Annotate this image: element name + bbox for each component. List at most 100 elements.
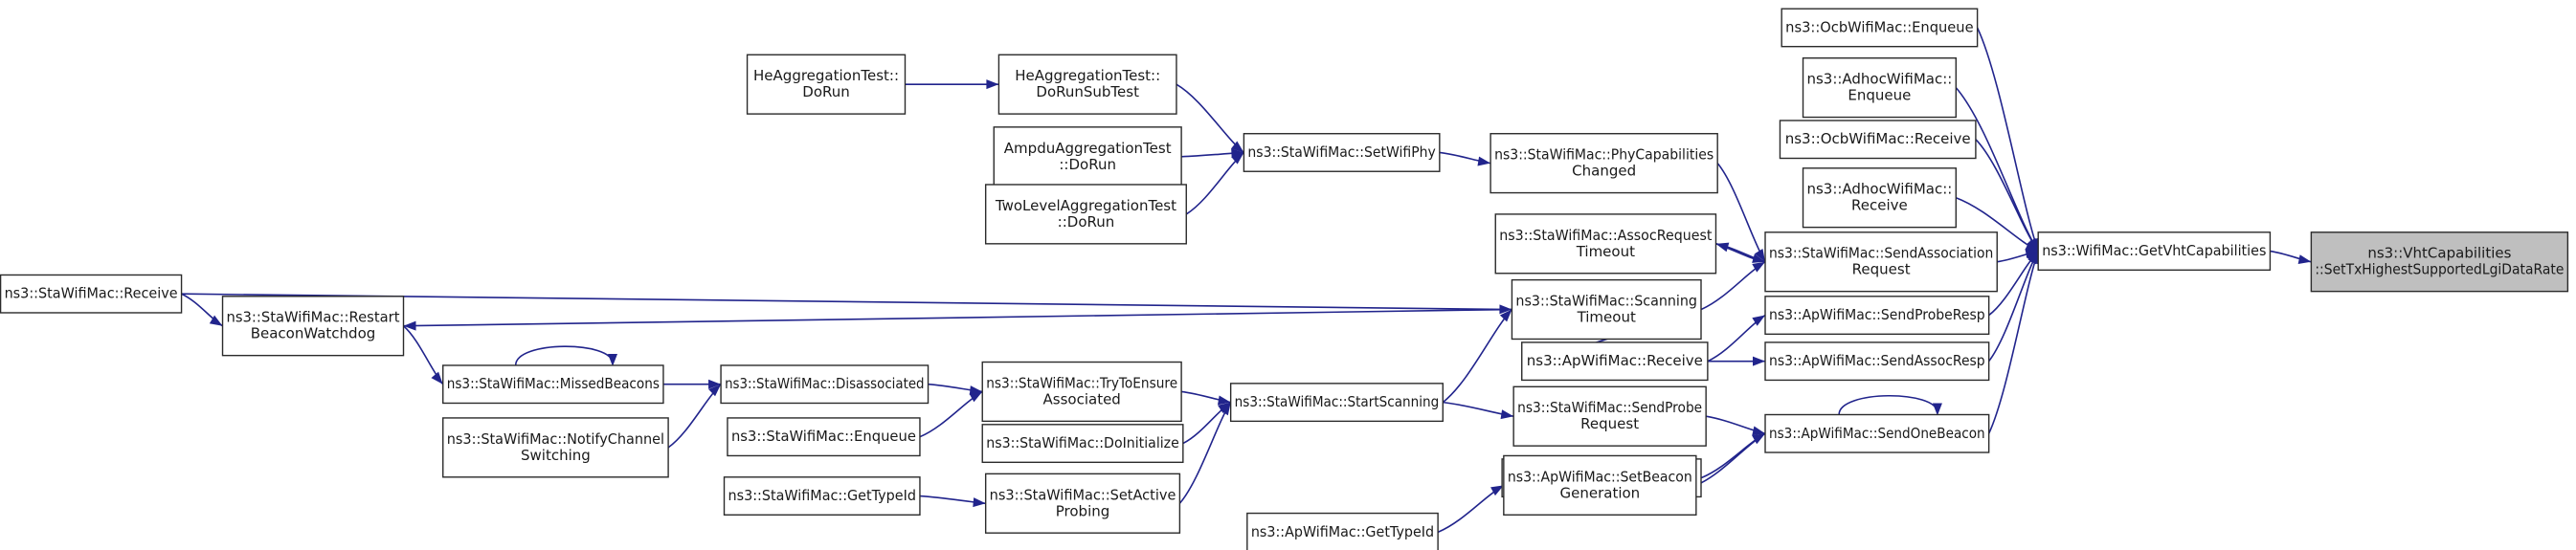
node-label: ns3::OcbWifiMac::Enqueue bbox=[1785, 18, 1973, 35]
node-label: ns3::StaWifiMac::Scanning bbox=[1515, 293, 1697, 310]
node-label: ns3::AdhocWifiMac:: bbox=[1807, 181, 1953, 198]
graph-node[interactable]: TwoLevelAggregationTest::DoRun bbox=[984, 184, 1187, 245]
graph-node[interactable]: ns3::ApWifiMac::SendProbeResp bbox=[1764, 296, 1990, 336]
graph-node[interactable]: ns3::StaWifiMac::Disassociated bbox=[720, 364, 930, 405]
node-box[interactable] bbox=[984, 473, 1181, 534]
node-box[interactable] bbox=[1764, 413, 1990, 453]
node-label: ns3::StaWifiMac::TryToEnsure bbox=[986, 374, 1177, 391]
graph-node[interactable]: AmpduAggregationTest::DoRun bbox=[993, 126, 1182, 187]
node-box[interactable] bbox=[727, 417, 921, 457]
node-label: Timeout bbox=[1577, 309, 1636, 326]
graph-node[interactable]: ns3::StaWifiMac::GetTypeId bbox=[723, 476, 921, 516]
edge-arrowhead bbox=[1231, 148, 1244, 159]
node-box[interactable] bbox=[1511, 278, 1702, 341]
node-box[interactable] bbox=[1802, 167, 1957, 229]
node-box[interactable] bbox=[993, 126, 1182, 187]
graph-edge bbox=[403, 308, 1512, 331]
node-box-highlighted[interactable] bbox=[2310, 231, 2569, 293]
node-box[interactable] bbox=[1521, 341, 1709, 382]
node-box[interactable] bbox=[442, 364, 664, 405]
node-box[interactable] bbox=[1246, 512, 1439, 550]
node-box[interactable] bbox=[1764, 231, 1998, 293]
graph-node[interactable]: ns3::StaWifiMac::MissedBeacons bbox=[442, 364, 664, 405]
graph-node[interactable]: HeAggregationTest::DoRun bbox=[746, 54, 907, 115]
graph-edge bbox=[1975, 139, 2039, 253]
node-box[interactable] bbox=[746, 54, 907, 115]
edge-line bbox=[1976, 27, 2039, 252]
graph-edge bbox=[1181, 390, 1231, 406]
node-box[interactable] bbox=[984, 184, 1187, 245]
edge-arrowhead bbox=[1490, 485, 1504, 496]
graph-node[interactable]: ns3::WifiMac::GetVhtCapabilities bbox=[2037, 231, 2272, 272]
node-box[interactable] bbox=[0, 274, 183, 314]
node-label: ns3::StaWifiMac::SetActive bbox=[990, 486, 1176, 503]
graph-edge bbox=[1955, 87, 2039, 252]
graph-edge bbox=[1695, 432, 1766, 487]
edge-arrowhead bbox=[1932, 403, 1942, 416]
node-box[interactable] bbox=[1779, 120, 1977, 160]
node-box[interactable] bbox=[1802, 56, 1957, 119]
graph-node[interactable]: ns3::ApWifiMac::SendAssocResp bbox=[1764, 341, 1990, 382]
node-label: Timeout bbox=[1576, 243, 1635, 260]
graph-node[interactable]: ns3::StaWifiMac::Enqueue bbox=[727, 417, 921, 457]
graph-node[interactable]: ns3::ApWifiMac::SendOneBeacon bbox=[1764, 413, 1990, 453]
node-box[interactable] bbox=[442, 417, 669, 478]
node-label: Receive bbox=[1851, 197, 1908, 214]
edge-arrowhead bbox=[969, 391, 983, 403]
node-box[interactable] bbox=[221, 296, 405, 357]
graph-node[interactable]: ns3::StaWifiMac::SetWifiPhy bbox=[1243, 133, 1441, 172]
node-box[interactable] bbox=[997, 54, 1177, 115]
node-box[interactable] bbox=[2037, 231, 2272, 272]
edge-arrowhead bbox=[1220, 402, 1231, 416]
node-box[interactable] bbox=[981, 424, 1184, 464]
graph-edge bbox=[1185, 151, 1244, 215]
graph-node[interactable]: ns3::StaWifiMac::StartScanning bbox=[1229, 383, 1444, 423]
graph-node[interactable]: HeAggregationTest::DoRunSubTest bbox=[997, 54, 1177, 115]
node-box[interactable] bbox=[1490, 133, 1718, 194]
graph-node[interactable]: ns3::OcbWifiMac::Enqueue bbox=[1781, 8, 1979, 48]
graph-node[interactable]: ns3::ApWifiMac::GetTypeId bbox=[1246, 512, 1439, 550]
node-label: ns3::WifiMac::GetVhtCapabilities bbox=[2042, 242, 2266, 259]
edge-line bbox=[403, 308, 1512, 327]
node-box[interactable] bbox=[1503, 454, 1697, 516]
node-box[interactable] bbox=[1243, 133, 1441, 172]
graph-node[interactable]: ns3::StaWifiMac::DoInitialize bbox=[981, 424, 1184, 464]
node-label: TwoLevelAggregationTest bbox=[995, 197, 1176, 214]
edge-arrowhead bbox=[1752, 261, 1766, 273]
graph-node[interactable]: ns3::AdhocWifiMac::Enqueue bbox=[1802, 56, 1957, 119]
node-box[interactable] bbox=[1494, 213, 1717, 275]
node-box[interactable] bbox=[1781, 8, 1979, 48]
node-box[interactable] bbox=[723, 476, 921, 516]
graph-node[interactable]: ns3::StaWifiMac::Receive bbox=[0, 274, 183, 314]
node-box[interactable] bbox=[981, 361, 1182, 423]
graph-node[interactable]: ns3::OcbWifiMac::Receive bbox=[1779, 120, 1977, 160]
graph-edge bbox=[514, 345, 617, 366]
graph-node[interactable]: ns3::ApWifiMac::Receive bbox=[1521, 341, 1709, 382]
node-label: ::DoRun bbox=[1059, 156, 1116, 173]
edge-arrowhead bbox=[1231, 152, 1244, 165]
graph-node[interactable]: ns3::VhtCapabilities::SetTxHighestSuppor… bbox=[2310, 231, 2569, 293]
node-box[interactable] bbox=[1512, 385, 1707, 447]
node-label: ns3::AdhocWifiMac:: bbox=[1807, 71, 1953, 88]
graph-edge bbox=[919, 390, 983, 438]
node-label: Request bbox=[1852, 261, 1911, 278]
node-label: DoRun bbox=[802, 83, 850, 100]
graph-edge bbox=[1716, 163, 1766, 263]
node-box[interactable] bbox=[1764, 296, 1990, 336]
graph-node[interactable]: ns3::AdhocWifiMac::Receive bbox=[1802, 167, 1957, 229]
node-box[interactable] bbox=[1229, 383, 1444, 423]
node-label: ns3::StaWifiMac::SendAssociation bbox=[1769, 245, 1993, 262]
node-label: Changed bbox=[1572, 163, 1636, 180]
node-box[interactable] bbox=[720, 364, 930, 405]
node-box[interactable] bbox=[1764, 341, 1990, 382]
